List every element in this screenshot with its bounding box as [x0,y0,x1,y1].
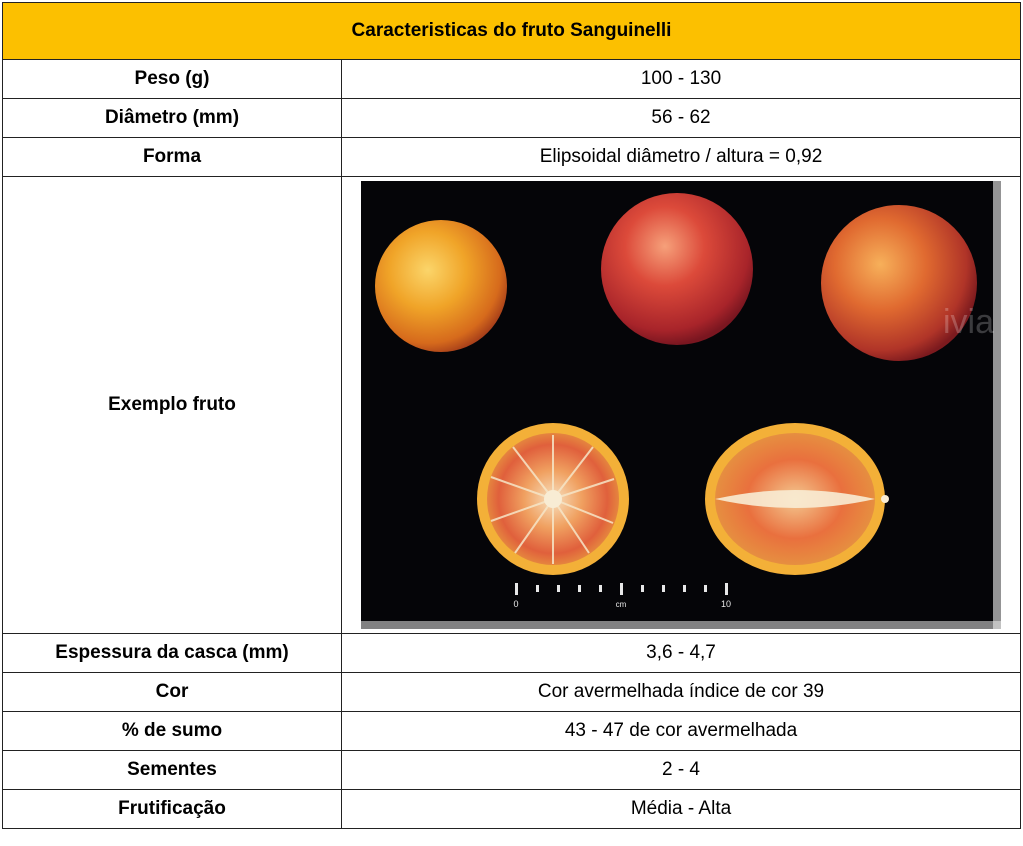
fruit-photo: 0 cm 10 ivia [361,181,1001,629]
row-label-sumo: % de sumo [2,711,342,751]
row-value-sementes: 2 - 4 [340,750,1022,790]
orange-longitudinal-section [705,423,889,575]
ruler-label-unit: cm [616,600,627,609]
table-row: % de sumo 43 - 47 de cor avermelhada [2,711,1022,751]
table-row: Cor Cor avermelhada índice de cor 39 [2,672,1022,712]
photo-edge-right [993,181,1001,629]
ruler-scale [515,583,728,595]
table-row: Forma Elipsoidal diâmetro / altura = 0,9… [2,137,1022,177]
ruler-label-start: 0 [513,599,518,609]
row-value-forma: Elipsoidal diâmetro / altura = 0,92 [340,137,1022,177]
row-label-sementes: Sementes [2,750,342,790]
table-row: Peso (g) 100 - 130 [2,59,1022,99]
row-label-espessura: Espessura da casca (mm) [2,633,342,673]
row-value-cor: Cor avermelhada índice de cor 39 [340,672,1022,712]
photo-edge-bottom [361,621,1001,629]
row-label-cor: Cor [2,672,342,712]
table-title: Caracteristicas do fruto Sanguinelli [1,2,1022,60]
fruit-photo-cell: 0 cm 10 ivia [340,176,1022,634]
row-label-frutificacao: Frutificação [2,789,342,829]
row-label-peso: Peso (g) [2,59,342,99]
row-label-diametro: Diâmetro (mm) [2,98,342,138]
row-value-sumo: 43 - 47 de cor avermelhada [340,711,1022,751]
whole-orange-right [821,205,977,361]
whole-orange-center [601,193,753,345]
whole-orange-left [375,220,507,352]
table-row: Espessura da casca (mm) 3,6 - 4,7 [2,633,1022,673]
ruler-label-end: 10 [721,599,731,609]
row-label-forma: Forma [2,137,342,177]
photo-watermark: ivia [943,303,994,341]
fruit-characteristics-table: Caracteristicas do fruto Sanguinelli Pes… [1,2,1022,829]
row-label-exemplo: Exemplo fruto [2,176,342,634]
table-row: Sementes 2 - 4 [2,750,1022,790]
table-row: Frutificação Média - Alta [2,789,1022,829]
row-value-diametro: 56 - 62 [340,98,1022,138]
row-value-frutificacao: Média - Alta [340,789,1022,829]
table-row-image: Exemplo fruto [2,176,1022,634]
table-title-row: Caracteristicas do fruto Sanguinelli [1,2,1022,60]
orange-cross-section [477,423,629,575]
table-row: Diâmetro (mm) 56 - 62 [2,98,1022,138]
row-value-espessura: 3,6 - 4,7 [340,633,1022,673]
row-value-peso: 100 - 130 [340,59,1022,99]
